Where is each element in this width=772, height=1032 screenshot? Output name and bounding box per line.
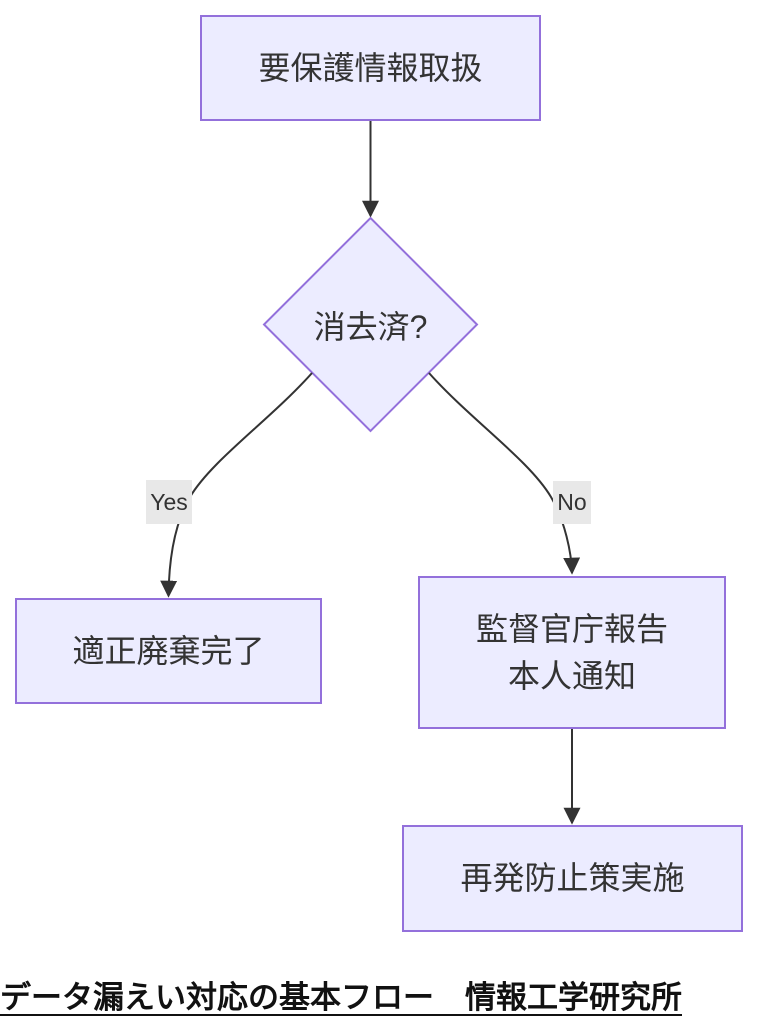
decision-diamond [262, 216, 479, 433]
edge-label-no: No [553, 481, 591, 524]
edge-decision-to-no-outcome [428, 372, 581, 575]
edge-label-yes: Yes [146, 480, 192, 524]
node-no-outcome: 監督官庁報告 本人通知 [418, 576, 726, 729]
node-yes-outcome: 適正廃棄完了 [15, 598, 322, 704]
diagram-caption: データ漏えい対応の基本フロー 情報工学研究所 [0, 980, 682, 1015]
node-decision-label: 消去済? [313, 308, 428, 345]
node-start: 要保護情報取扱 [200, 15, 541, 121]
node-final: 再発防止策実施 [402, 825, 743, 932]
edge-decision-to-yes-outcome [160, 372, 313, 598]
